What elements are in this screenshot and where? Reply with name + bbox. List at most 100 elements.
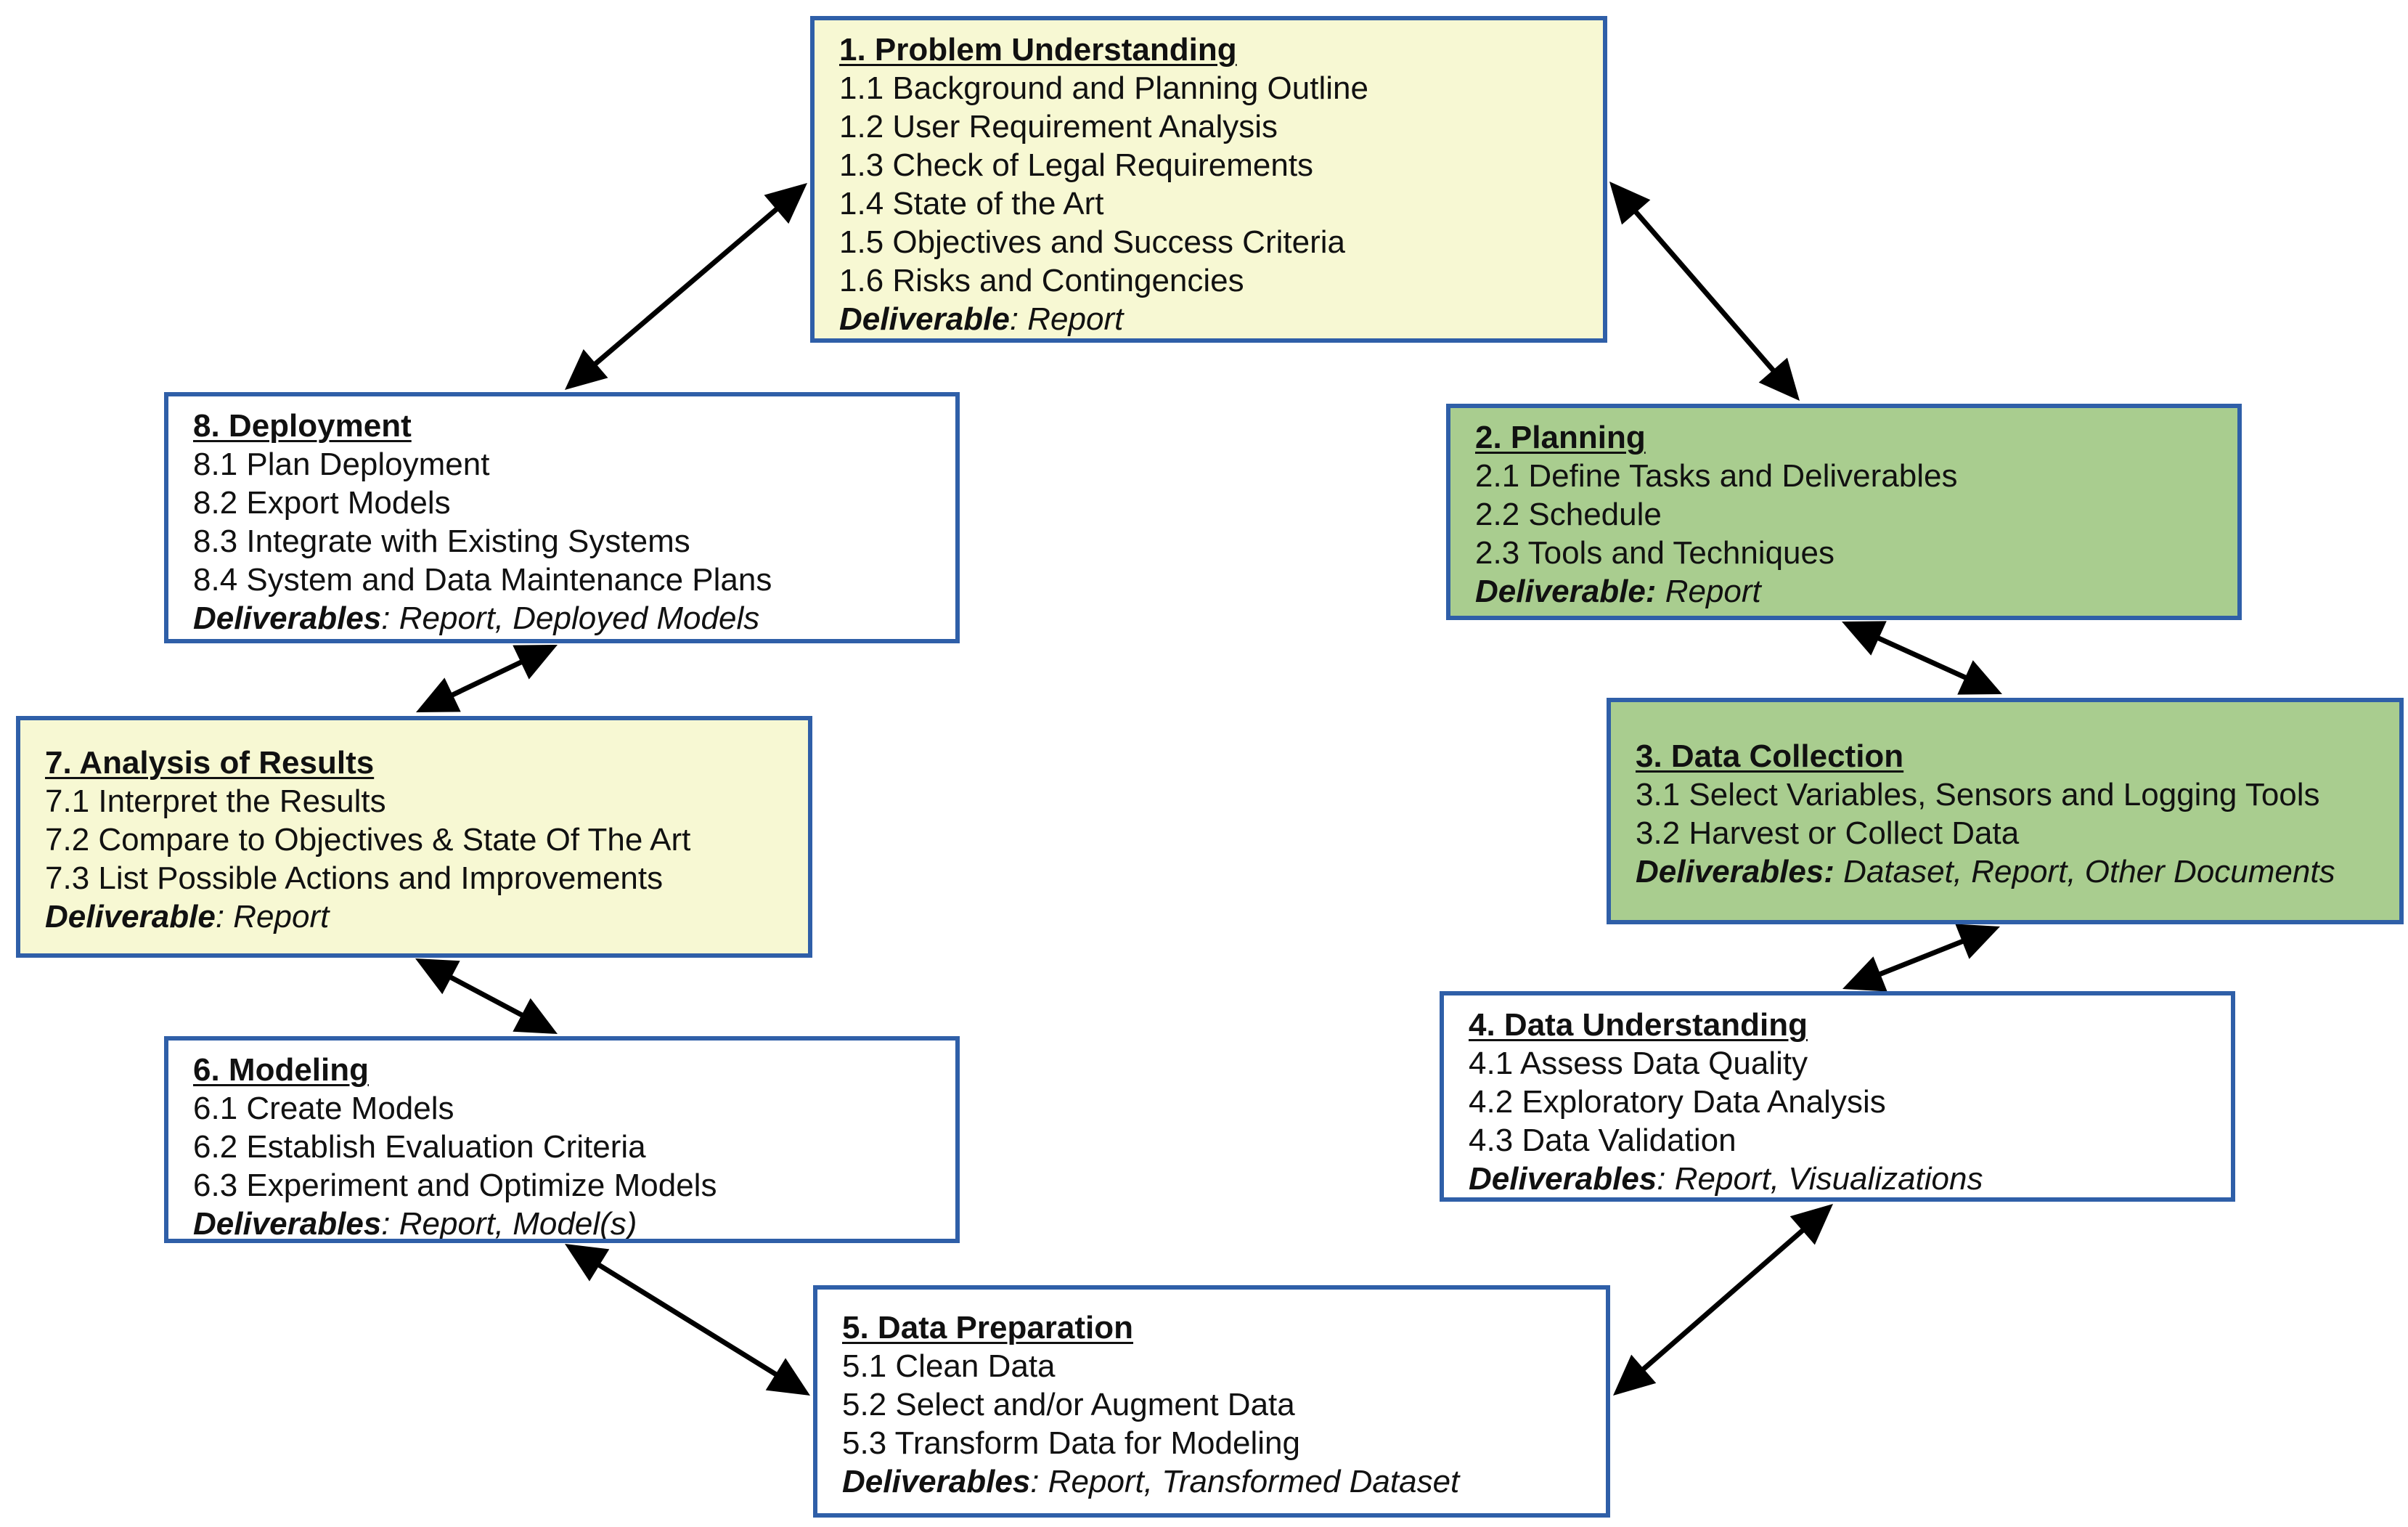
phase-title: 8. Deployment [193, 408, 412, 444]
phase-item: 6.1 Create Models [193, 1091, 454, 1126]
phase-item: 1.4 State of the Art [839, 186, 1104, 221]
phase-box-problem-understanding: 1. Problem Understanding 1.1 Background … [810, 16, 1607, 343]
phase-item: 6.3 Experiment and Optimize Models [193, 1168, 717, 1203]
phase-item: 3.2 Harvest or Collect Data [1636, 815, 2020, 851]
deliverable-label: Deliverables: [1636, 854, 1834, 889]
deliverable-value: Report [224, 899, 330, 934]
phase-deliverable: Deliverables: Report, Visualizations [1469, 1160, 2206, 1197]
arrowhead [1842, 956, 1887, 992]
phase-item: 2.2 Schedule [1475, 497, 1662, 532]
phase-deliverable: Deliverables: Report, Transformed Datase… [842, 1462, 1581, 1501]
deliverable-value: Report, Visualizations [1665, 1161, 1983, 1197]
deliverable-value: Report [1656, 574, 1761, 609]
phase-item: 1.3 Check of Legal Requirements [839, 147, 1314, 183]
phase-item: 1.6 Risks and Contingencies [839, 263, 1244, 298]
arrow-6-7 [415, 958, 558, 1034]
phase-item: 7.3 List Possible Actions and Improvemen… [45, 860, 664, 896]
deliverable-label: Deliverables [193, 600, 382, 636]
arrow-shaft [446, 973, 527, 1019]
phase-item: 4.3 Data Validation [1469, 1123, 1736, 1158]
phase-item: 1.5 Objectives and Success Criteria [839, 224, 1345, 260]
arrow-shaft [1874, 634, 1970, 682]
phase-item: 8.3 Integrate with Existing Systems [193, 524, 690, 559]
phase-item: 7.2 Compare to Objectives & State Of The… [45, 822, 691, 858]
phase-item: 7.1 Interpret the Results [45, 783, 386, 819]
arrowhead [764, 183, 807, 224]
arrowhead [1789, 1204, 1833, 1245]
phase-box-modeling: 6. Modeling 6.1 Create Models 6.2 Establ… [164, 1036, 960, 1243]
phase-item: 6.2 Establish Evaluation Criteria [193, 1129, 646, 1165]
deliverable-separator: : [215, 899, 225, 934]
phase-box-deployment: 8. Deployment 8.1 Plan Deployment 8.2 Ex… [164, 392, 960, 643]
phase-item: 2.3 Tools and Techniques [1475, 535, 1834, 571]
arrowhead [1957, 660, 2002, 695]
deliverable-label: Deliverable [45, 899, 216, 934]
arrowhead [765, 1358, 810, 1396]
arrowhead [565, 1244, 610, 1282]
deliverable-label: Deliverables [842, 1464, 1031, 1499]
arrowhead [565, 349, 608, 390]
phase-item: 1.2 User Requirement Analysis [839, 109, 1278, 144]
deliverable-label: Deliverables [1469, 1161, 1657, 1197]
deliverable-separator: : [1657, 1161, 1666, 1197]
phase-deliverable: Deliverable: Report [1475, 572, 2213, 611]
phase-deliverable: Deliverables: Report, Model(s) [193, 1205, 931, 1242]
deliverable-value: Report, Deployed Models [390, 600, 760, 636]
deliverable-separator: : [1009, 301, 1019, 337]
arrowhead [1609, 182, 1651, 225]
deliverable-value: Report, Model(s) [390, 1206, 637, 1242]
deliverable-value: Report, Transformed Dataset [1039, 1464, 1460, 1499]
deliverable-value: Report [1019, 301, 1124, 337]
phase-box-data-collection: 3. Data Collection 3.1 Select Variables,… [1607, 698, 2404, 924]
arrow-8-1 [565, 183, 807, 390]
arrowhead [513, 645, 558, 680]
arrow-5-6 [565, 1244, 810, 1396]
deliverable-separator: : [1030, 1464, 1040, 1499]
arrowhead [513, 998, 558, 1034]
phase-title: 2. Planning [1475, 420, 1646, 455]
arrow-2-3 [1842, 621, 2002, 695]
arrow-7-8 [416, 645, 558, 712]
phase-deliverable: Deliverable: Report [839, 300, 1578, 338]
deliverable-label: Deliverables [193, 1206, 382, 1242]
arrow-3-4 [1842, 924, 2000, 992]
arrow-shaft [590, 204, 782, 369]
deliverable-value: Dataset, Report, Other Documents [1834, 854, 2335, 889]
phase-item: 5.1 Clean Data [842, 1348, 1056, 1384]
phase-title: 3. Data Collection [1636, 738, 1904, 774]
phase-title: 5. Data Preparation [842, 1310, 1134, 1345]
arrowhead [416, 677, 461, 712]
deliverable-separator: : [381, 600, 391, 636]
phase-item: 2.1 Define Tasks and Deliverables [1475, 458, 1958, 494]
arrowhead [415, 958, 460, 995]
phase-item: 4.1 Assess Data Quality [1469, 1046, 1808, 1081]
phase-item: 8.1 Plan Deployment [193, 447, 490, 482]
phase-deliverable: Deliverables: Dataset, Report, Other Doc… [1636, 852, 2375, 891]
deliverable-label: Deliverable [839, 301, 1010, 337]
arrow-4-5 [1613, 1204, 1833, 1396]
phase-deliverable: Deliverable: Report [45, 897, 783, 936]
arrow-shaft [1631, 207, 1778, 375]
phase-item: 3.1 Select Variables, Sensors and Loggin… [1636, 777, 2320, 813]
phase-title: 6. Modeling [193, 1052, 369, 1088]
phase-title: 7. Analysis of Results [45, 745, 375, 781]
arrowhead [1613, 1354, 1657, 1396]
deliverable-separator: : [381, 1206, 391, 1242]
phase-item: 5.3 Transform Data for Modeling [842, 1425, 1300, 1461]
phase-deliverable: Deliverables: Report, Deployed Models [193, 599, 931, 638]
arrowhead [1758, 357, 1800, 401]
phase-box-analysis-of-results: 7. Analysis of Results 7.1 Interpret the… [16, 716, 812, 958]
deliverable-label: Deliverable: [1475, 574, 1657, 609]
phase-box-planning: 2. Planning 2.1 Define Tasks and Deliver… [1446, 404, 2242, 620]
arrowhead [1955, 924, 2000, 959]
arrow-shaft [447, 658, 526, 699]
arrow-shaft [1638, 1226, 1808, 1374]
arrow-shaft [594, 1261, 781, 1379]
arrowhead [1842, 621, 1887, 656]
phase-item: 1.1 Background and Planning Outline [839, 70, 1368, 106]
phase-item: 4.2 Exploratory Data Analysis [1469, 1084, 1886, 1120]
arrow-1-2 [1609, 182, 1800, 401]
phase-title: 1. Problem Understanding [839, 32, 1237, 68]
phase-item: 8.4 System and Data Maintenance Plans [193, 562, 772, 598]
